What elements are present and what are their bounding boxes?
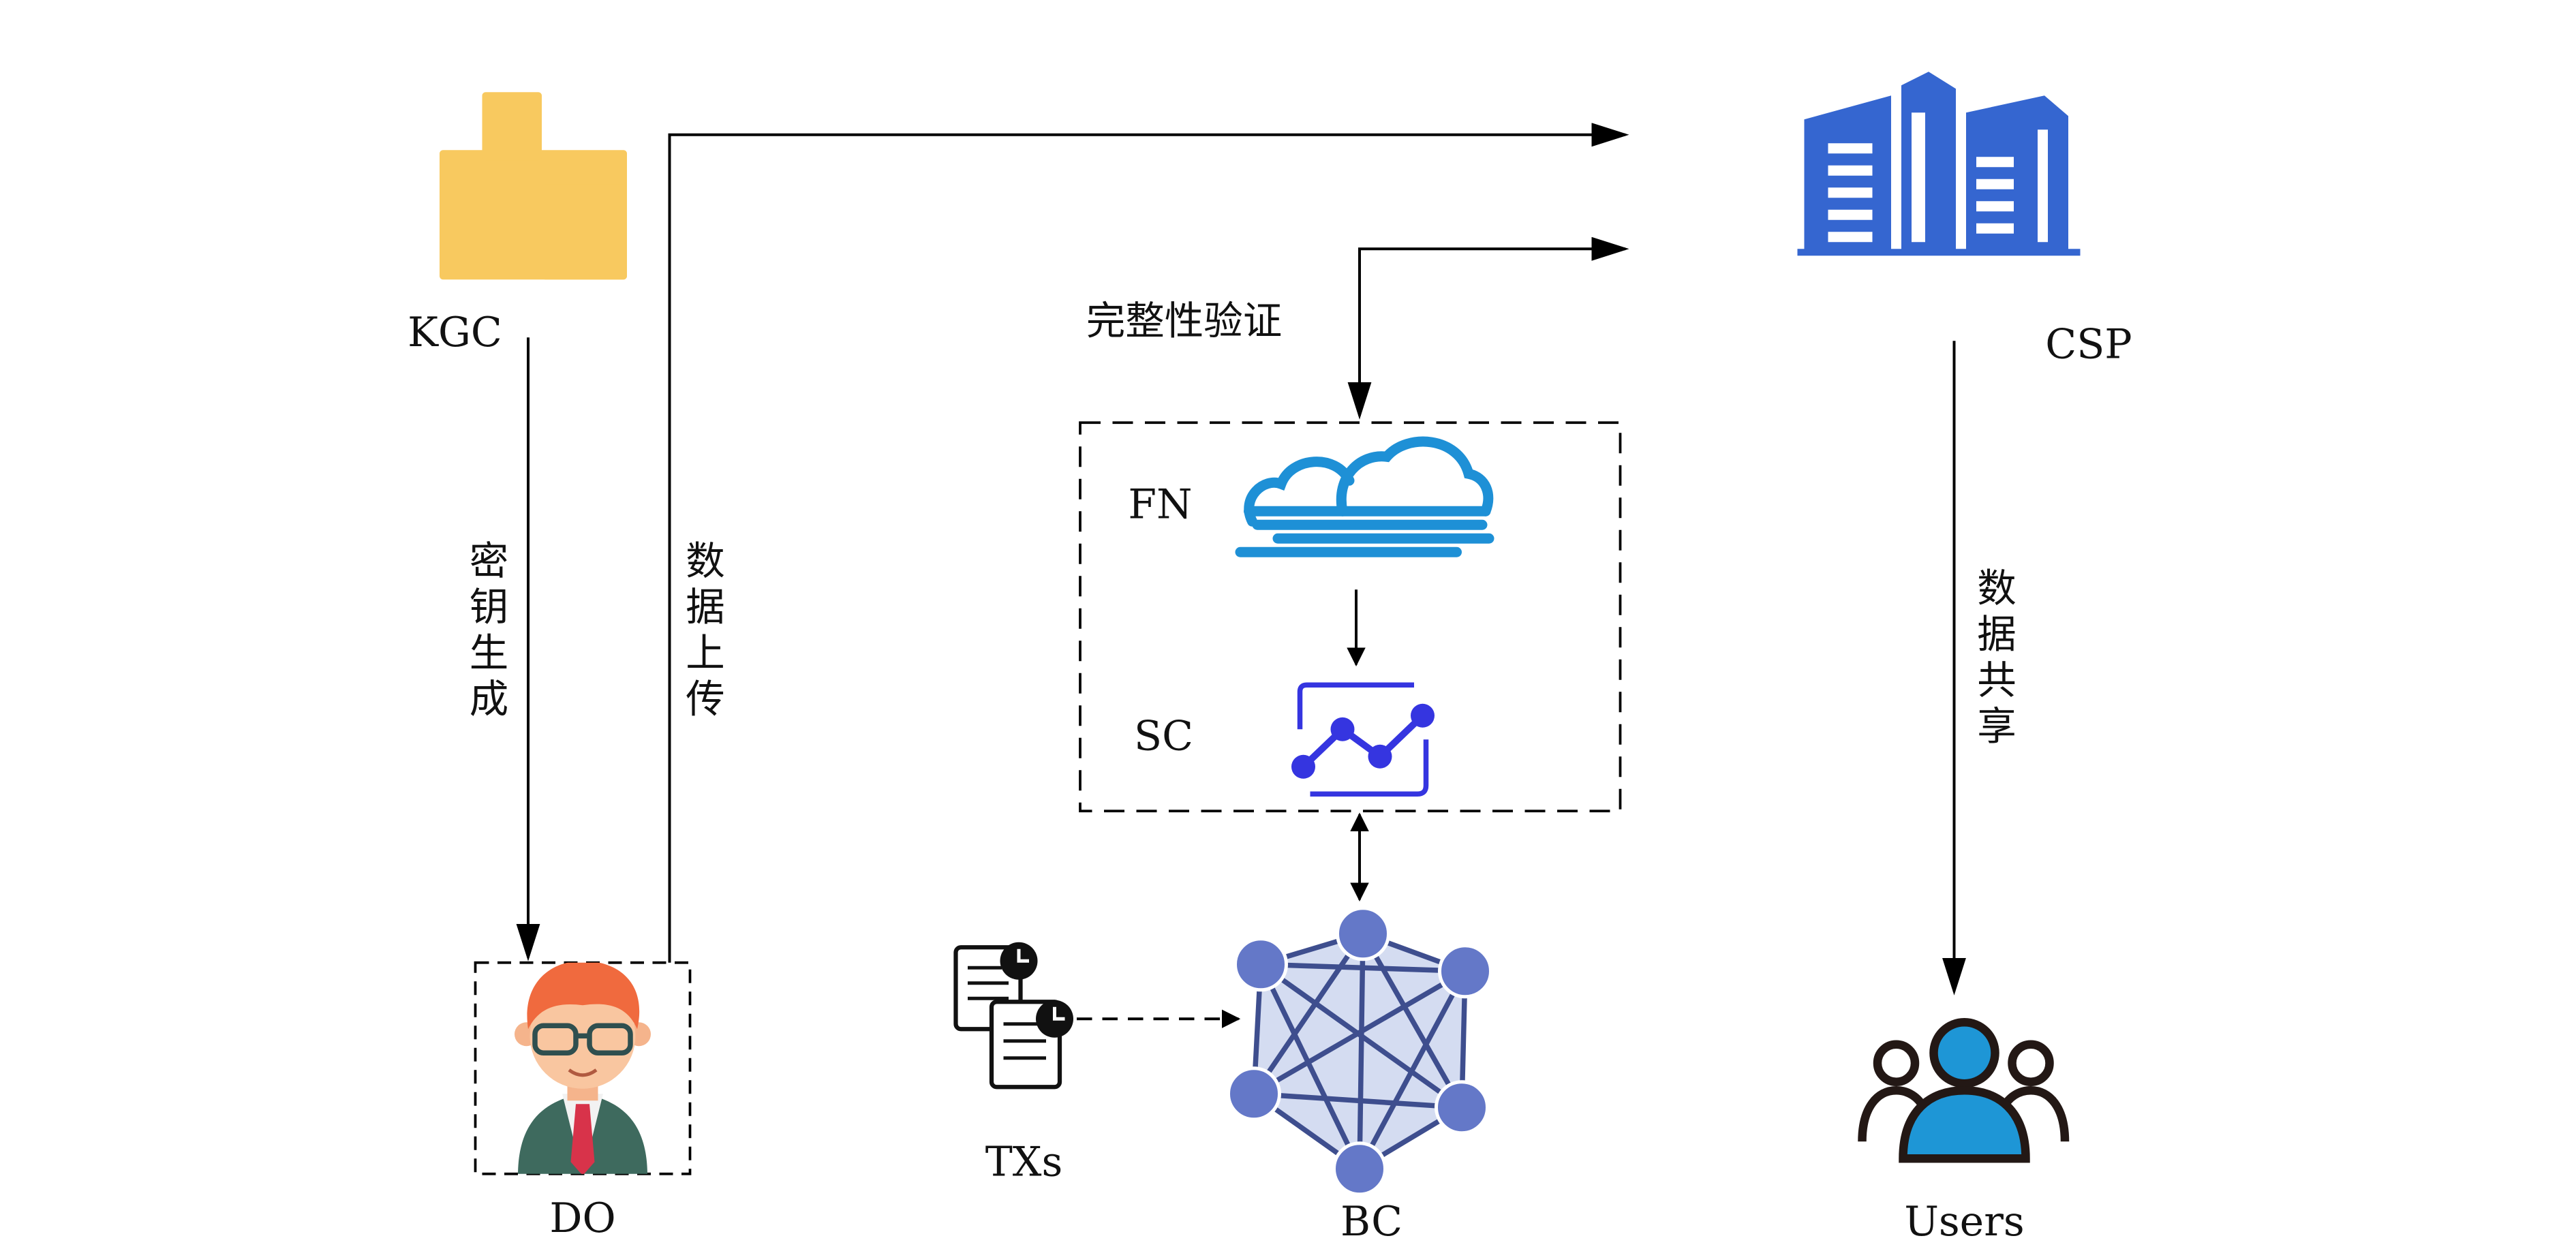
key-generation-char-4: 成: [470, 676, 509, 722]
data-upload-char-4: 传: [686, 676, 725, 722]
data-upload-char-1: 数: [686, 538, 725, 584]
txs-label: TXs: [985, 1138, 1063, 1186]
key-generation-char-3: 生: [470, 630, 509, 676]
data-sharing-char-3: 共: [1977, 658, 2017, 703]
txs-node: TXs: [953, 942, 1073, 1186]
bc-node: BC: [1227, 906, 1492, 1246]
fn-label: FN: [1128, 480, 1192, 528]
data-sharing-char-4: 享: [1977, 703, 2017, 749]
do-label: DO: [549, 1194, 615, 1242]
users-label: Users: [1904, 1198, 2024, 1246]
transaction-documents-icon: [953, 942, 1073, 1090]
smart-contract-chart-icon: [1291, 682, 1435, 797]
data-upload-char-3: 上: [686, 630, 725, 676]
data-upload-char-2: 据: [686, 584, 725, 630]
do-node: DO: [474, 961, 692, 1242]
users-group-icon: [1858, 1018, 2070, 1163]
integrity-verification-label: 完整性验证: [1086, 298, 1283, 343]
kgc-node: KGC: [408, 92, 627, 356]
person-avatar-icon: [515, 962, 651, 1174]
bc-label: BC: [1340, 1198, 1402, 1246]
users-node: Users: [1858, 1018, 2070, 1246]
integrity-verification-edge: 完整性验证: [1086, 236, 1629, 420]
data-sharing-char-2: 据: [1977, 611, 2017, 657]
fn-node: FN: [1128, 436, 1494, 666]
blockchain-network-icon: [1227, 906, 1492, 1197]
data-sharing-edge: 数 据 共 享: [1942, 341, 2017, 996]
building-blocks-icon: [440, 92, 627, 280]
sc-label: SC: [1134, 712, 1193, 760]
key-generation-edge: 密 钥 生 成: [470, 337, 540, 961]
sc-node: SC: [1134, 682, 1435, 797]
data-sharing-char-1: 数: [1977, 566, 2017, 611]
csp-node: CSP: [1797, 72, 2132, 368]
key-generation-char-1: 密: [470, 538, 509, 584]
data-upload-edge: 数 据 上 传: [668, 123, 1629, 963]
kgc-label: KGC: [408, 309, 502, 356]
office-buildings-icon: [1797, 72, 2081, 256]
fn-sc-container: [1079, 421, 1622, 813]
csp-label: CSP: [2045, 320, 2132, 368]
key-generation-char-2: 钥: [470, 584, 509, 630]
cloud-icon: [1235, 436, 1494, 557]
